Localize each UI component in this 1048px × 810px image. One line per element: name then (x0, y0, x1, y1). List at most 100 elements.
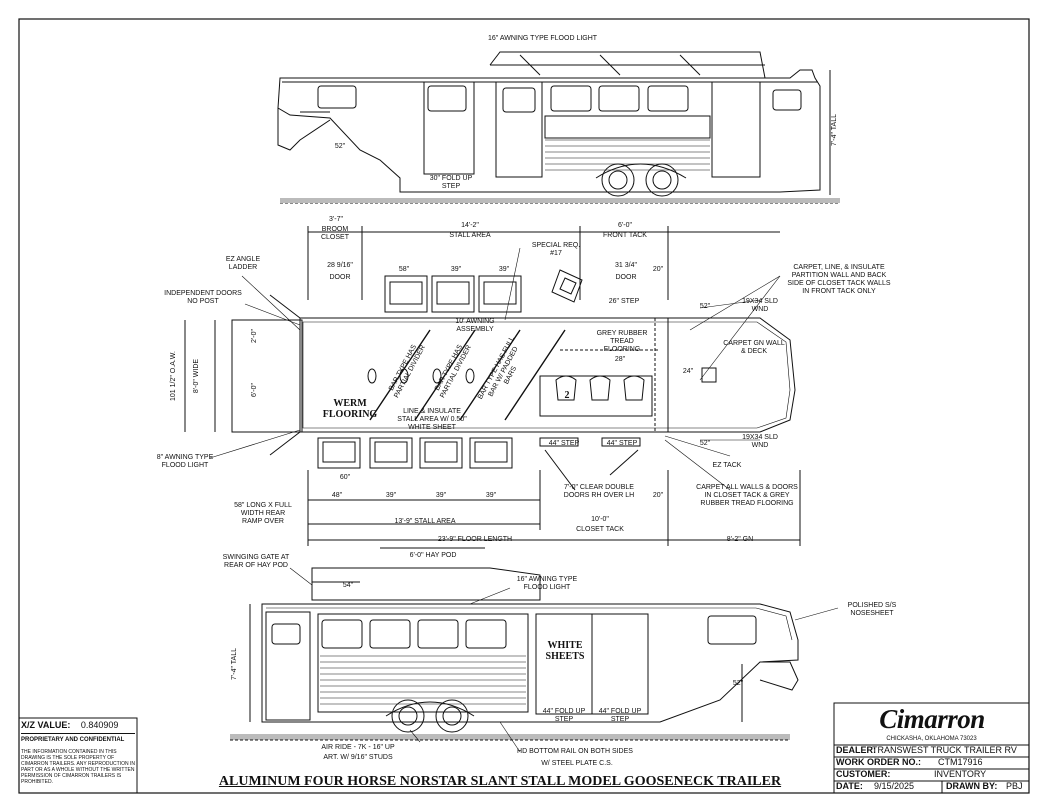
dealer-label: DEALER: (836, 745, 876, 755)
side-height-label: 7'-4" TALL (231, 648, 238, 680)
xz-value-label: X/Z VALUE: (21, 720, 71, 730)
dim-20-bottom: 20" (652, 492, 664, 499)
sliding-window-bottom: 19X34 SLD WND (742, 434, 778, 449)
top-awning-label: 16" AWNING TYPE FLOOD LIGHT (488, 35, 598, 42)
window-dim-39b: 39" (498, 266, 510, 273)
xz-value: 0.840909 (80, 720, 119, 730)
inside-width: 8'-0" WIDE (193, 358, 200, 394)
drawn-by-value: PBJ (1006, 781, 1023, 791)
brand-location: CHICKASHA, OKLAHOMA 73023 (886, 736, 977, 742)
closet-tack-length: 10'-0" (591, 516, 609, 523)
dim-6-0: 6'-0" (251, 383, 258, 397)
awning-assembly-note: 10' AWNING ASSEMBLY (455, 318, 495, 333)
nosesheet-note: POLISHED S/S NOSESHEET (847, 602, 897, 617)
ez-tack-note: EZ TACK (712, 462, 742, 469)
stall-area-label: STALL AREA (449, 232, 491, 239)
gooseneck-length: 8'-2" GN (726, 536, 754, 543)
axle-studs-note: ART. W/ 9/16" STUDS (323, 754, 393, 761)
window-dim-39a: 39" (450, 266, 462, 273)
sliding-window-top: 19X34 SLD WND (742, 298, 778, 313)
swinging-gate-note: SWINGING GATE AT REAR OF HAY POD (222, 554, 290, 569)
dim-28: 28" (614, 356, 626, 363)
disclaimer-text: THE INFORMATION CONTAINED IN THIS DRAWIN… (21, 749, 135, 785)
saddle-count: 2 (564, 390, 570, 401)
door2-width: 31 3/4" (615, 262, 637, 269)
dealer-value: TRANSWEST TRUCK TRAILER RV (872, 745, 1017, 755)
brand-logo: Cimarron (879, 704, 985, 734)
awning-left-note: 8" AWNING TYPE FLOOD LIGHT (156, 454, 214, 469)
special-req-note: SPECIAL REQ. #17 (531, 242, 581, 257)
dim-39d: 39" (435, 492, 447, 499)
work-order-row: WORK ORDER NO.: CTM17916 (834, 757, 1029, 768)
independent-doors-note: INDEPENDENT DOORS NO POST (164, 290, 242, 305)
air-ride-note: AIR RIDE - 7K - 16" UP (321, 744, 395, 751)
door2-label: DOOR (615, 274, 637, 281)
closet-tack-label: CLOSET TACK (576, 526, 624, 533)
fold-step-b: 44" FOLD UP STEP (598, 708, 642, 723)
grey-rubber-note: GREY RUBBER TREAD FLOORING (596, 330, 648, 353)
double-doors-note: 7'-0" CLEAR DOUBLE DOORS RH OVER LH (563, 484, 635, 499)
top-dim-52: 52" (334, 143, 346, 150)
dim-24: 24" (682, 368, 694, 375)
dim-39e: 39" (485, 492, 497, 499)
work-order-value: CTM17916 (938, 757, 983, 767)
date-value: 9/15/2025 (874, 781, 915, 791)
fold-step-a: 44" FOLD UP STEP (542, 708, 586, 723)
dim-52-bottom: 52" (699, 440, 711, 447)
overall-width: 101 1/2" O.A.W. (170, 351, 177, 401)
dealer-row: DEALER: TRANSWEST TRUCK TRAILER RV (834, 745, 1029, 756)
broom-closet-width: 3'-7" (329, 216, 343, 223)
dim-60: 60" (339, 474, 351, 481)
stall-area-length: 13'-9" STALL AREA (394, 518, 456, 525)
rear-ramp-note: 58" LONG X FULL WIDTH REAR RAMP OVER (234, 502, 292, 525)
dim-2-0: 2'-0" (251, 329, 258, 343)
step-26: 26" STEP (608, 298, 640, 305)
hay-pod-width: 6'-0" HAY POD (409, 552, 457, 559)
xz-value-box (18, 717, 138, 794)
carpet-closet-note: CARPET ALL WALLS & DOORS IN CLOSET TACK … (696, 484, 798, 507)
door-label: DOOR (329, 274, 351, 281)
work-order-label: WORK ORDER NO.: (836, 757, 921, 767)
sheet-border (18, 18, 1030, 794)
werm-flooring-note: WERM FLOORING (322, 398, 378, 420)
front-tack-label: FRONT TACK (603, 232, 647, 239)
drawn-by-label: DRAWN BY: (946, 781, 998, 791)
customer-row: CUSTOMER: INVENTORY (834, 769, 1029, 780)
door-width: 28 9/16" (327, 262, 353, 269)
proprietary-label: PROPRIETARY AND CONFIDENTIAL (21, 733, 135, 743)
carpet-partition-note: CARPET, LINE, & INSULATE PARTITION WALL … (787, 264, 891, 295)
side-dim-52: 52" (732, 680, 744, 687)
white-sheets-note: WHITE SHEETS (545, 640, 585, 662)
side-elevation (230, 547, 839, 753)
front-tack-width: 6'-0" (618, 222, 632, 229)
top-height-label: 7'-4" TALL (831, 114, 838, 146)
date-label: DATE: (836, 781, 863, 791)
hd-rail-note: HD BOTTOM RAIL ON BOTH SIDES (517, 748, 633, 755)
xz-value-block: X/Z VALUE: 0.840909 PROPRIETARY AND CONF… (21, 720, 135, 785)
step-44-right: 44" STEP (606, 440, 638, 447)
date-row: DATE: 9/15/2025 DRAWN BY: PBJ (834, 781, 1029, 792)
customer-label: CUSTOMER: (836, 769, 891, 779)
title-block: Cimarron CHICKASHA, OKLAHOMA 73023 DEALE… (834, 703, 1029, 793)
dim-54: 54" (342, 582, 354, 589)
top-elevation (277, 51, 840, 204)
ez-angle-ladder-note: EZ ANGLE LADDER (225, 256, 261, 271)
plan-view (184, 226, 801, 546)
floor-length: 23'-9" FLOOR LENGTH (437, 536, 513, 543)
broom-closet-label: BROOM CLOSET (320, 226, 349, 241)
window-dim-58: 58" (398, 266, 410, 273)
stall-area-width: 14'-2" (461, 222, 479, 229)
steel-plate-note: W/ STEEL PLATE C.S. (541, 760, 613, 767)
step-44-left: 44" STEP (548, 440, 580, 447)
line-insulate-note: LINE & INSULATE STALL AREA W/ 0.50" WHIT… (397, 408, 467, 431)
top-fold-step-label: 30" FOLD UP STEP (429, 175, 473, 190)
dim-48: 48" (331, 492, 343, 499)
title-block-box (833, 702, 1030, 794)
dim-20-top: 20" (652, 266, 664, 273)
carpet-gn-note: CARPET GN WALL & DECK (723, 340, 785, 355)
customer-value: INVENTORY (934, 769, 987, 779)
dim-52-top: 52" (699, 303, 711, 310)
dim-39c: 39" (385, 492, 397, 499)
